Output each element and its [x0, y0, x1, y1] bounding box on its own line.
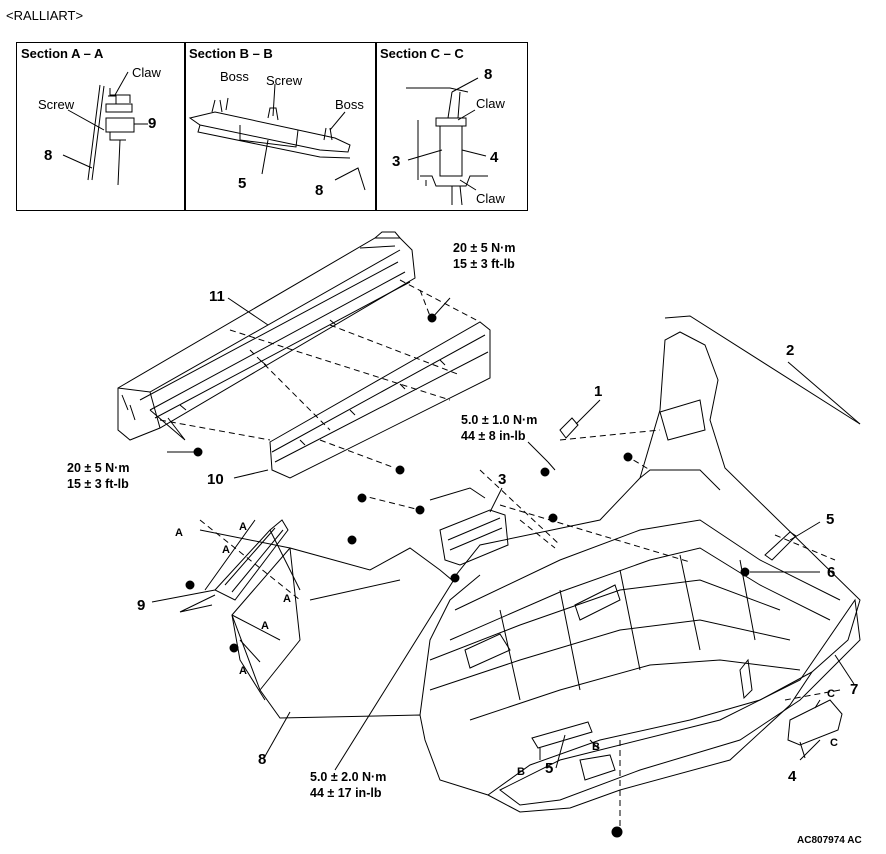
section-a-screw-label: Screw — [38, 97, 75, 112]
torque-clip-inlb: 44 ± 8 in-lb — [461, 429, 526, 443]
section-ref-b1: B — [517, 766, 525, 778]
energy-absorber — [269, 321, 491, 479]
section-c-claw-top-label: Claw — [476, 96, 505, 111]
section-b-drawing — [188, 83, 366, 191]
torque-top-right-ftlb: 15 ± 3 ft-lb — [453, 257, 515, 271]
section-b-box — [184, 42, 377, 211]
section-ref-a2: A — [239, 521, 247, 533]
torque-spec-left: 20 ± 5 N·m 15 ± 3 ft-lb — [67, 460, 129, 492]
section-ref-b2: B — [592, 741, 600, 753]
trim-plate — [787, 699, 843, 746]
section-c-callout-8: 8 — [484, 66, 493, 83]
section-a-box — [16, 42, 186, 211]
section-ref-c2: C — [830, 737, 838, 749]
section-a-callout-8: 8 — [44, 147, 53, 164]
alignment-lines — [159, 279, 841, 828]
callout-6: 6 — [827, 564, 836, 581]
bolts — [185, 313, 750, 838]
section-ref-a4: A — [283, 593, 291, 605]
section-a-claw-label: Claw — [132, 65, 161, 80]
section-ref-c1: C — [827, 688, 835, 700]
section-b-callout-8: 8 — [315, 182, 324, 199]
section-ref-a6: A — [239, 665, 247, 677]
section-b-title: Section B – B — [189, 46, 273, 61]
torque-bottom-nm: 5.0 ± 2.0 N·m — [310, 770, 387, 784]
callout-9: 9 — [137, 597, 146, 614]
section-c-box — [375, 42, 528, 211]
section-a-drawing — [62, 71, 148, 186]
callout-8: 8 — [258, 751, 267, 768]
callout-5-right: 5 — [826, 511, 835, 528]
section-b-boss-right-label: Boss — [335, 97, 364, 112]
leader-lines — [149, 297, 861, 771]
section-c-claw-bottom-label: Claw — [476, 191, 505, 206]
section-b-callout-5: 5 — [238, 175, 247, 192]
callout-1: 1 — [594, 383, 603, 400]
section-b-boss-left-label: Boss — [220, 69, 249, 84]
callout-10: 10 — [207, 471, 224, 488]
section-ref-a5: A — [261, 620, 269, 632]
section-a-title: Section A – A — [21, 46, 104, 61]
side-bracket — [214, 519, 289, 601]
callout-7: 7 — [850, 681, 859, 698]
clip-1 — [547, 417, 579, 471]
torque-spec-clip: 5.0 ± 1.0 N·m 44 ± 8 in-lb — [461, 412, 537, 444]
section-c-title: Section C – C — [380, 46, 464, 61]
lower-skirt — [499, 598, 861, 806]
callout-4: 4 — [788, 768, 797, 785]
section-ref-a3: A — [222, 544, 230, 556]
torque-left-nm: 20 ± 5 N·m — [67, 461, 130, 475]
torque-bottom-inlb: 44 ± 17 in-lb — [310, 786, 382, 800]
reinforcement-beam — [117, 231, 416, 441]
torque-top-right-nm: 20 ± 5 N·m — [453, 241, 516, 255]
torque-spec-bottom: 5.0 ± 2.0 N·m 44 ± 17 in-lb — [310, 769, 386, 801]
retainer-strip-bottom — [531, 721, 593, 749]
retainer-strip-right — [764, 531, 797, 561]
section-ref-a1: A — [175, 527, 183, 539]
control-module — [429, 487, 509, 566]
torque-clip-nm: 5.0 ± 1.0 N·m — [461, 413, 538, 427]
callout-2: 2 — [786, 342, 795, 359]
torque-spec-top-right: 20 ± 5 N·m 15 ± 3 ft-lb — [453, 240, 515, 272]
callout-11: 11 — [209, 288, 225, 305]
section-c-drawing — [406, 77, 488, 206]
section-a-callout-9: 9 — [148, 115, 157, 132]
section-c-callout-4: 4 — [490, 149, 499, 166]
section-b-screw-label: Screw — [266, 73, 303, 88]
torque-left-ftlb: 15 ± 3 ft-lb — [67, 477, 129, 491]
figure-id: AC807974 AC — [797, 835, 862, 846]
callout-5-bottom: 5 — [545, 760, 554, 777]
section-c-callout-3: 3 — [392, 153, 401, 170]
callout-3: 3 — [498, 471, 507, 488]
variant-label: <RALLIART> — [6, 8, 84, 23]
bumper-fascia — [231, 315, 861, 813]
